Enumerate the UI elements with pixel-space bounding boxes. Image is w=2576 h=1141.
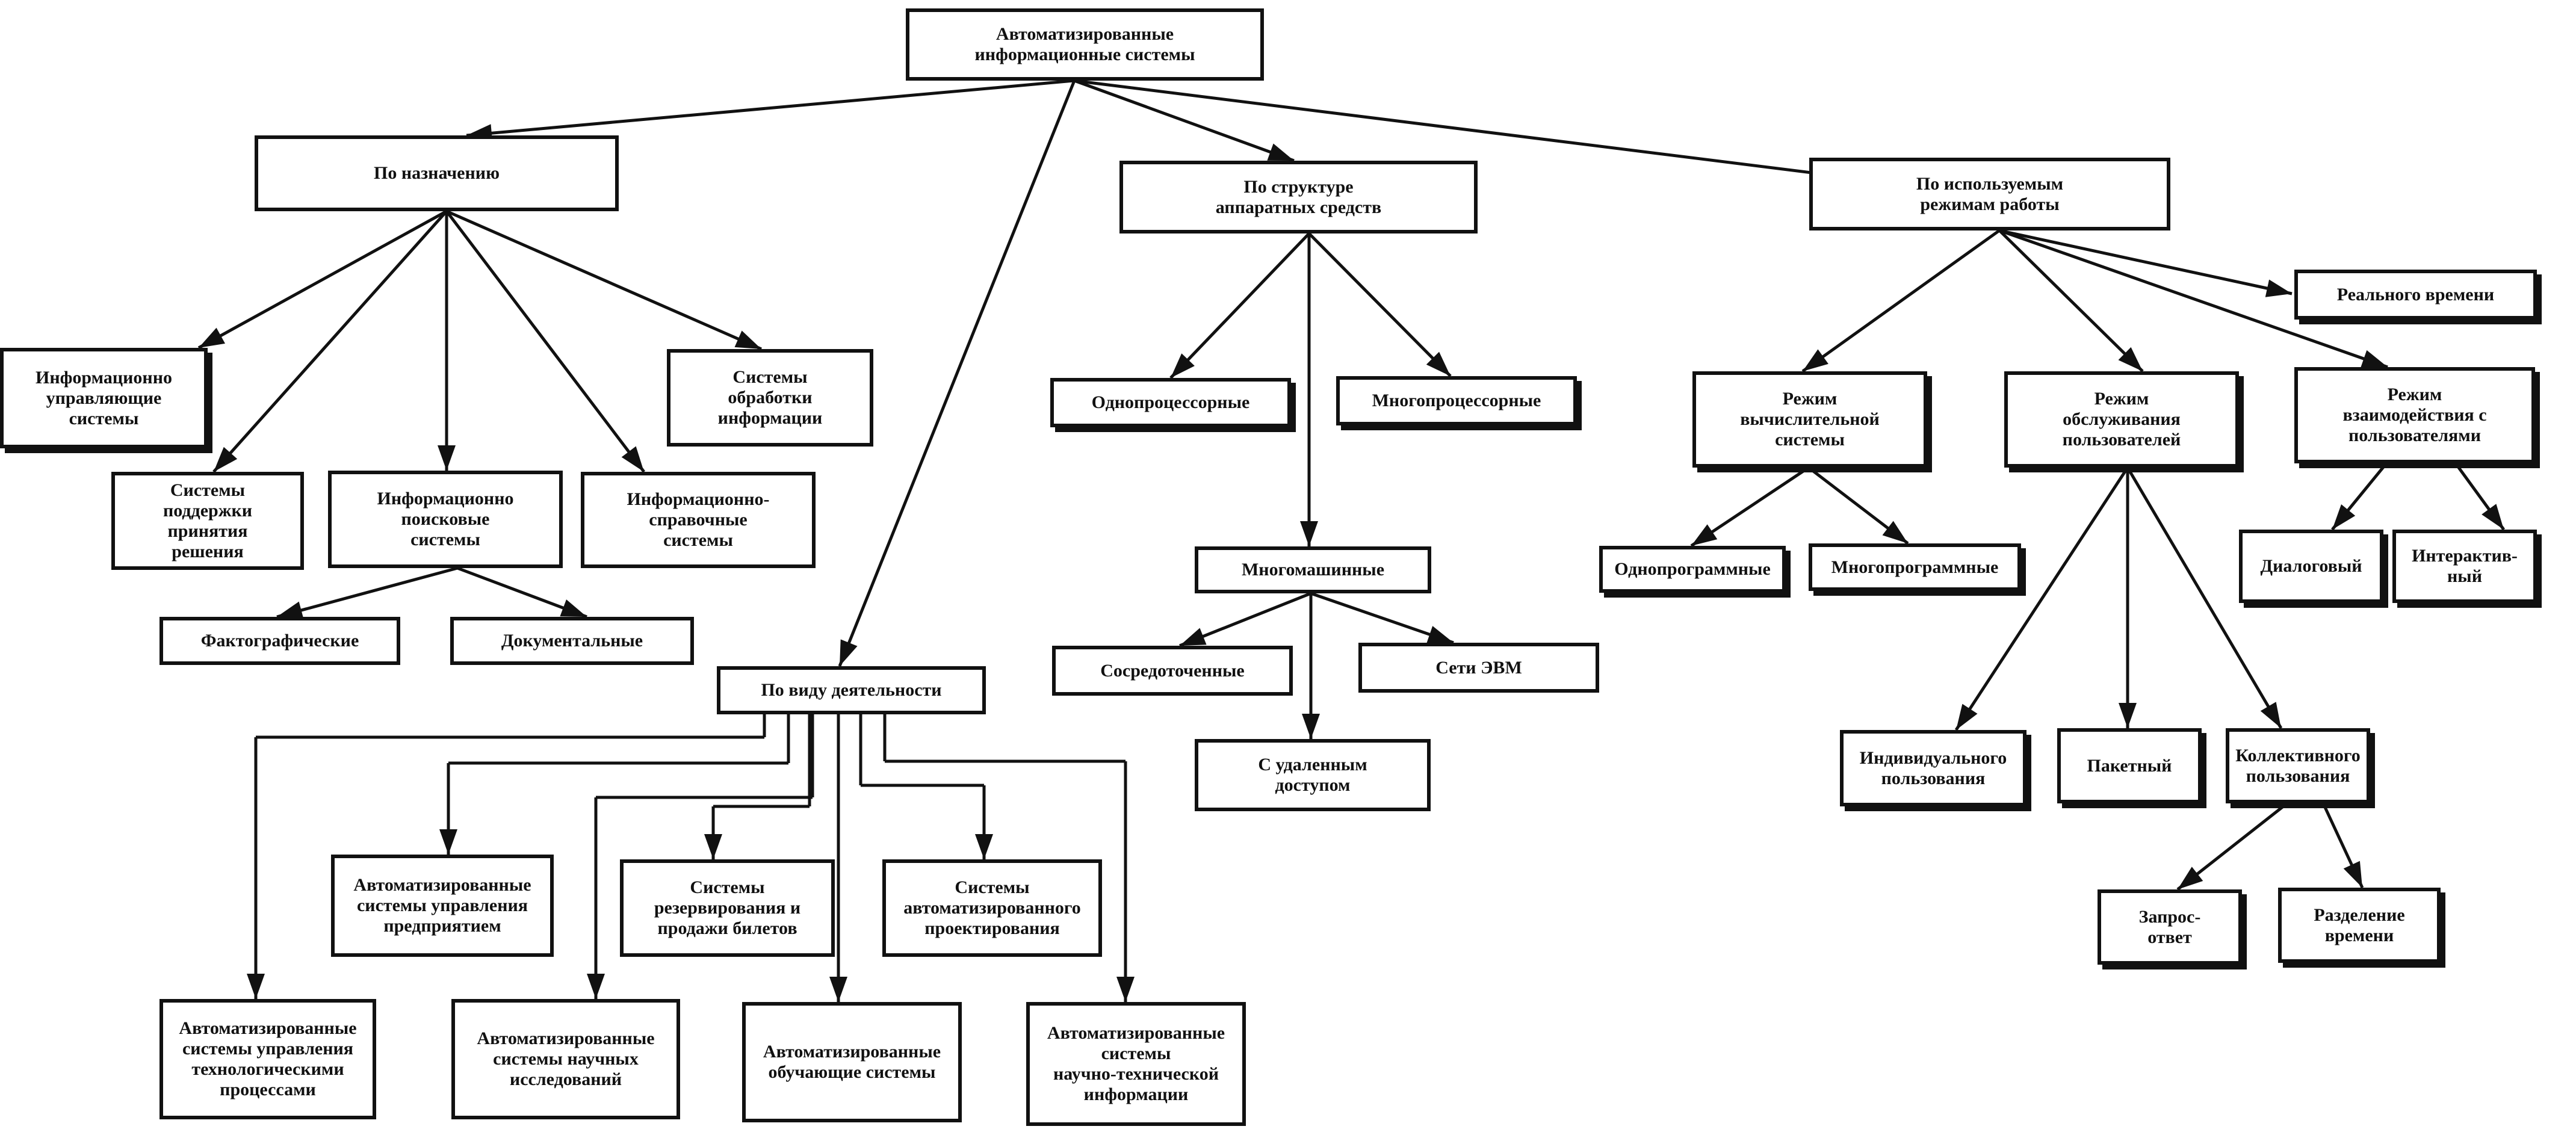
arrowhead [1180, 628, 1207, 646]
arrowhead [1956, 703, 1978, 730]
arrowhead [1171, 353, 1195, 378]
node-asu-research: Автоматизированные системы научных иссле… [451, 999, 680, 1119]
arrowhead [1426, 626, 1454, 643]
node-single-prog: Однопрограммные [1599, 546, 1786, 593]
connector-arrow [1801, 229, 2001, 373]
arrowhead [587, 974, 605, 999]
node-networks: Сети ЭВМ [1358, 643, 1599, 693]
arrowhead [439, 829, 457, 855]
node-info-search: Информационно поисковые системы [328, 471, 563, 568]
node-interactive: Интерактив- ный [2392, 530, 2537, 603]
arrowhead [247, 974, 265, 999]
arrowhead [975, 834, 993, 859]
node-request-response: Запрос- ответ [2098, 889, 2242, 965]
arrowhead [621, 446, 644, 472]
arrowhead [214, 447, 238, 472]
arrowhead [1426, 351, 1451, 376]
arrowhead [1882, 521, 1908, 543]
connector-arrow [445, 209, 763, 351]
node-structure: По структуре аппаратных средств [1119, 161, 1478, 233]
node-info-processing: Системы обработки информации [667, 349, 873, 447]
node-asu-enterprise: Автоматизированные системы управления пр… [331, 855, 554, 957]
node-time-sharing: Разделение времени [2278, 888, 2441, 963]
arrowhead [2343, 861, 2362, 888]
node-packet: Пакетный [2057, 728, 2202, 803]
arrowhead [704, 834, 722, 859]
arrowhead [2178, 867, 2203, 889]
arrowhead [2119, 703, 2137, 728]
node-factographic: Фактографические [159, 617, 400, 665]
connector-arrow [445, 210, 645, 473]
node-purpose: По назначению [255, 135, 619, 211]
arrowhead [199, 327, 226, 348]
node-batch-mode: Режим вычислительной системы [1692, 371, 1927, 468]
node-concentrated: Сосредоточенные [1052, 646, 1293, 696]
arrowhead [734, 330, 761, 349]
node-collective: Коллективного пользования [2226, 728, 2370, 803]
connector-arrow [1999, 229, 2293, 295]
arrowhead [1300, 521, 1318, 546]
arrowhead [2332, 504, 2356, 530]
node-dialog: Диалоговый [2239, 530, 2383, 603]
node-root: Автоматизированные информационные систем… [906, 8, 1264, 81]
connector-arrow [276, 566, 458, 619]
connector-arrow [1169, 232, 1310, 379]
connector-arrow [1954, 466, 2129, 731]
arrowhead [1267, 143, 1294, 161]
arrowhead [2118, 347, 2143, 371]
connector-arrow [838, 80, 1076, 667]
node-multi-machine: Многомашинные [1195, 546, 1431, 593]
arrowhead [560, 599, 587, 617]
node-single-proc: Однопроцессорные [1050, 378, 1291, 427]
node-info-reference: Информационно- справочные системы [581, 472, 816, 568]
node-interaction-mode: Режим взаимодействия с пользователями [2294, 367, 2535, 463]
node-realtime: Реального времени [2294, 270, 2537, 320]
arrowhead [2361, 350, 2388, 368]
arrowhead [438, 445, 456, 471]
node-remote: С удаленным доступом [1195, 739, 1431, 811]
connector-arrow [1999, 229, 2388, 369]
arrowhead [2265, 279, 2292, 297]
node-multi-prog: Многопрограммные [1809, 543, 2021, 591]
node-modes: По используемым режимам работы [1809, 158, 2170, 230]
arrowhead [1116, 977, 1135, 1002]
node-documental: Документальные [450, 617, 694, 665]
arrowhead [1302, 714, 1320, 739]
arrowhead [1691, 524, 1718, 546]
arrowhead [829, 977, 847, 1002]
connector-arrow [1308, 232, 1452, 377]
node-training: Автоматизированные обучающие системы [742, 1002, 962, 1122]
connector-arrow [1074, 79, 1295, 162]
connector-arrow [1074, 79, 1836, 178]
connector-arrow [466, 79, 1075, 137]
connector-arrow [1998, 229, 2144, 373]
arrowhead [1803, 349, 1828, 371]
node-sci-tech-info: Автоматизированные системы научно-технич… [1026, 1002, 1246, 1126]
arrowhead [840, 639, 858, 666]
arrowhead [277, 601, 304, 619]
node-asu-process: Автоматизированные системы управления те… [159, 999, 376, 1119]
node-reservation: Системы резервирования и продажи билетов [620, 859, 835, 957]
arrowhead [2482, 504, 2504, 530]
node-service-mode: Режим обслуживания пользователей [2004, 371, 2239, 468]
node-individual: Индивидуального пользования [1840, 730, 2026, 806]
node-decision-support: Системы поддержки принятия решения [111, 472, 304, 570]
connector-arrow [197, 209, 448, 350]
connector-arrow [212, 210, 448, 473]
node-activity: По виду деятельности [717, 666, 986, 714]
arrowhead [2260, 702, 2281, 728]
node-multi-proc: Многопроцессорные [1336, 376, 1577, 425]
node-info-control: Информационно управляющие системы [0, 348, 208, 448]
node-cad: Системы автоматизированного проектирован… [882, 859, 1102, 957]
connector-arrow [2126, 466, 2283, 729]
